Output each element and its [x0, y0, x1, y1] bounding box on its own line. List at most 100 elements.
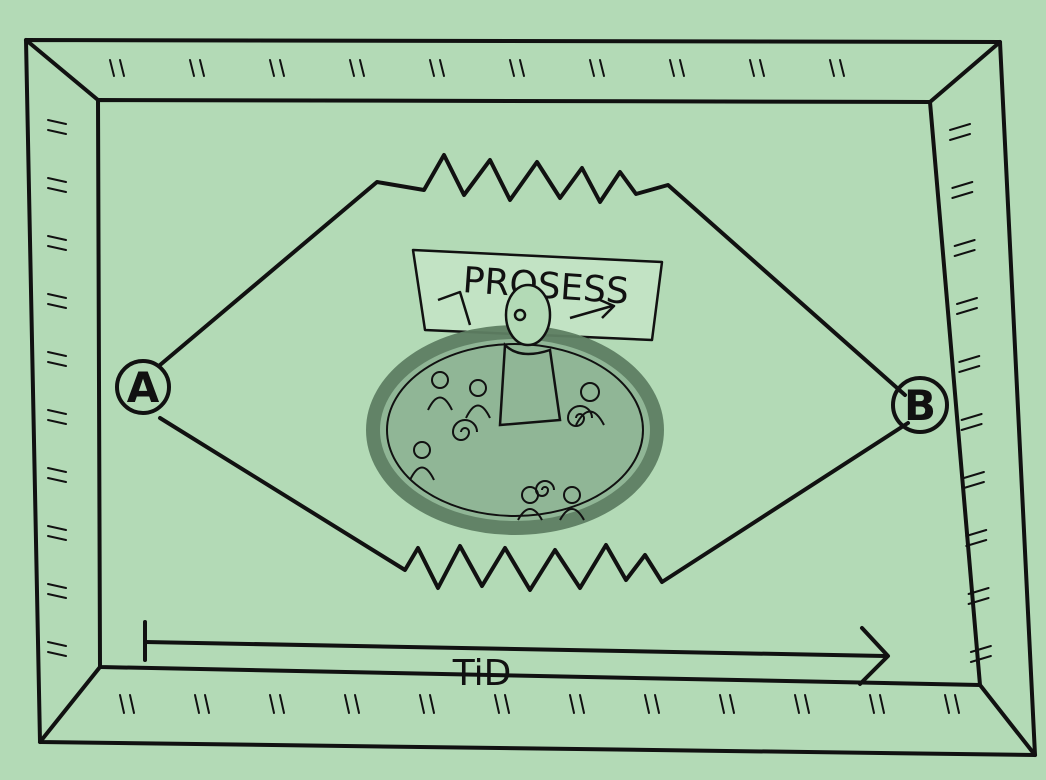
- hatch-mark-right: [960, 423, 983, 431]
- hatch-mark-right: [969, 655, 992, 663]
- frame-corner-br: [978, 683, 1037, 757]
- hatch-mark-left: [47, 351, 67, 357]
- hatch-mark-bottom: [804, 694, 810, 714]
- flipchart-arrow: [569, 304, 613, 320]
- hatch-mark-bottom: [419, 694, 425, 714]
- hatch-mark-bottom: [204, 694, 210, 714]
- hatch-mark-top: [589, 59, 595, 77]
- frame-hatching: [47, 59, 992, 714]
- hatch-mark-bottom: [129, 694, 135, 714]
- hatch-mark-right: [962, 471, 985, 479]
- hatch-mark-right: [949, 133, 971, 141]
- crowd-icons: [409, 371, 605, 521]
- node-b-label: B: [904, 381, 936, 430]
- time-label: TiD: [452, 653, 512, 694]
- hatch-mark-left: [47, 409, 67, 415]
- time-arrow-shaft: [143, 640, 887, 658]
- hatch-mark-top: [189, 59, 195, 77]
- hatch-mark-left: [47, 361, 67, 367]
- person-body: [559, 508, 585, 521]
- hatch-mark-top: [749, 59, 755, 77]
- hatch-mark-bottom: [879, 694, 885, 714]
- hatch-mark-right: [958, 365, 981, 373]
- hatch-mark-top: [679, 59, 685, 77]
- hatch-mark-right: [969, 645, 992, 653]
- frame-corner-bl: [38, 665, 102, 744]
- hatch-mark-left: [47, 235, 67, 241]
- node-b: B: [891, 376, 949, 434]
- central-figure-icon: [498, 283, 562, 427]
- hatch-mark-right: [967, 597, 990, 605]
- hatch-mark-bottom: [954, 694, 960, 714]
- hatch-mark-left: [47, 293, 67, 299]
- hatch-mark-top: [359, 59, 365, 77]
- hatch-mark-top: [759, 59, 765, 77]
- node-a: A: [115, 359, 171, 415]
- figure-head: [504, 283, 552, 347]
- hatch-mark-bottom: [869, 694, 875, 714]
- hatch-mark-bottom: [194, 694, 200, 714]
- hatch-mark-left: [47, 525, 67, 531]
- picture-frame-icon: [24, 38, 1037, 757]
- hatch-mark-right: [967, 587, 990, 595]
- hatch-mark-top: [429, 59, 435, 77]
- hatch-mark-top: [349, 59, 355, 77]
- hatch-mark-right: [951, 191, 974, 199]
- hatch-mark-left: [47, 129, 67, 135]
- hatch-mark-left: [47, 583, 67, 589]
- spiral-icon: [534, 480, 555, 497]
- frame-corner-tl: [24, 38, 100, 102]
- hatch-mark-bottom: [644, 694, 650, 714]
- hatch-mark-bottom: [719, 694, 725, 714]
- node-b-circle: [891, 376, 949, 434]
- hatch-mark-bottom: [429, 694, 435, 714]
- hatch-mark-left: [47, 651, 67, 657]
- hatch-mark-left: [47, 593, 67, 599]
- frame-corner-tr: [928, 40, 1002, 104]
- process-path: [158, 153, 910, 592]
- time-arrow-icon: [143, 620, 890, 686]
- upper-path: [158, 153, 907, 397]
- hatch-mark-left: [47, 303, 67, 309]
- hatch-mark-left: [47, 467, 67, 473]
- figure-body: [498, 342, 562, 427]
- hatch-mark-right: [955, 307, 978, 315]
- hatch-mark-bottom: [729, 694, 735, 714]
- hatch-mark-bottom: [354, 694, 360, 714]
- node-a-circle: [115, 359, 171, 415]
- hatch-mark-left: [47, 177, 67, 183]
- hatch-mark-left: [47, 641, 67, 647]
- circle-inner-line: [386, 343, 644, 517]
- person-head: [580, 382, 600, 402]
- hatch-mark-left: [47, 245, 67, 251]
- hatch-mark-right: [949, 123, 971, 131]
- hatch-mark-bottom: [344, 694, 350, 714]
- hatch-mark-right: [955, 297, 978, 305]
- node-a-label: A: [127, 363, 160, 412]
- arrow-right-icon: [858, 626, 890, 686]
- hatch-mark-bottom: [269, 694, 275, 714]
- hatch-mark-left: [47, 535, 67, 541]
- hatch-mark-top: [509, 59, 515, 77]
- flipchart-arrowhead: [599, 298, 616, 319]
- spiral-icon: [451, 419, 478, 441]
- hatch-mark-top: [829, 59, 835, 77]
- hatch-mark-top: [269, 59, 275, 77]
- hatch-mark-right: [960, 413, 983, 421]
- person-body: [517, 508, 543, 521]
- hatch-mark-top: [199, 59, 205, 77]
- hatch-mark-right: [958, 355, 981, 363]
- hatch-mark-bottom: [579, 694, 585, 714]
- person-head: [431, 371, 449, 389]
- hatch-mark-top: [519, 59, 525, 77]
- hatch-mark-right: [962, 481, 985, 489]
- hatch-mark-top: [669, 59, 675, 77]
- spiral-icon: [566, 405, 593, 427]
- hatch-mark-right: [953, 239, 976, 247]
- hatch-mark-right: [953, 249, 976, 257]
- person-body: [465, 404, 491, 419]
- hatch-mark-right: [951, 181, 974, 189]
- hatch-mark-bottom: [569, 694, 575, 714]
- hatch-mark-top: [279, 59, 285, 77]
- hatch-mark-bottom: [279, 694, 285, 714]
